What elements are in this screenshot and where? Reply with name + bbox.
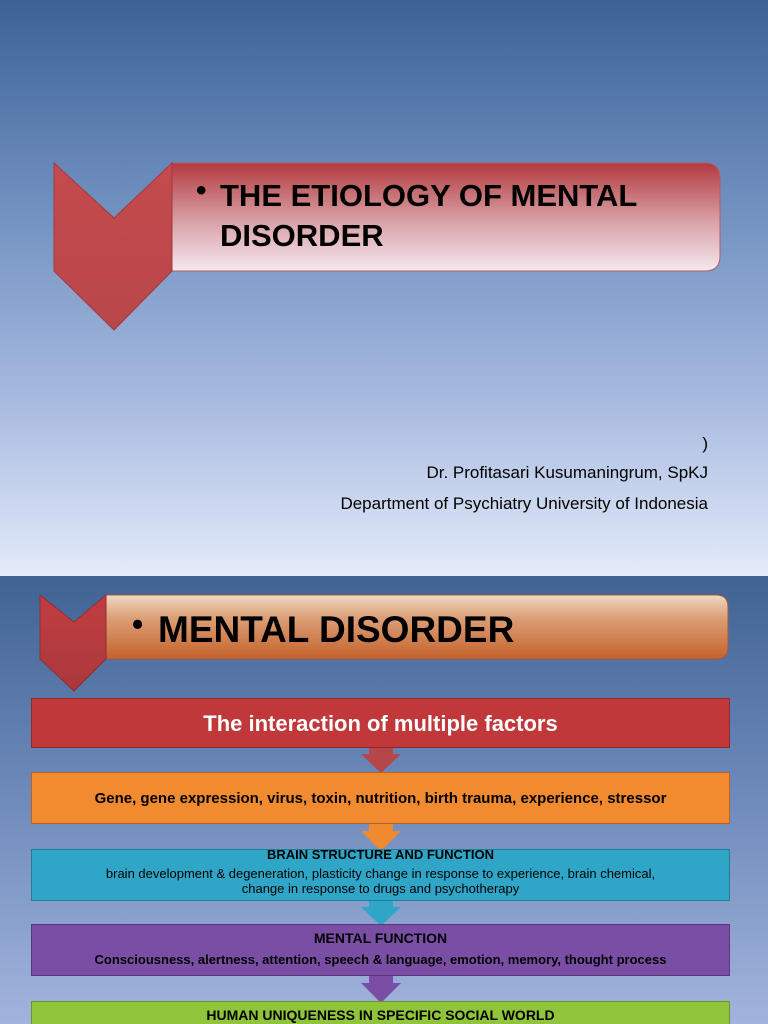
chevron-down-icon [53, 161, 173, 331]
factors-box: Gene, gene expression, virus, toxin, nut… [31, 772, 730, 824]
arrow-down-icon [361, 974, 401, 1003]
brain-structure-heading: BRAIN STRUCTURE AND FUNCTION [266, 847, 494, 862]
slide-number: 1 [714, 544, 720, 555]
title-banner [53, 161, 721, 331]
brain-structure-line-2: change in response to drugs and psychoth… [241, 881, 520, 896]
paren-mark: ) [702, 434, 708, 453]
content-slide: • MENTAL DISORDER The interaction of mul… [0, 576, 768, 1024]
slide-title-2: MENTAL DISORDER [158, 609, 515, 650]
title-bar-shape-2 [105, 594, 729, 660]
arrow-down-icon [361, 746, 401, 773]
author-name: Dr. Profitasari Kusumaningrum, SpKJ [426, 463, 708, 482]
mental-function-line: Consciousness, alertness, attention, spe… [94, 952, 667, 967]
mental-function-box: MENTAL FUNCTION Consciousness, alertness… [31, 924, 730, 976]
slide-title: THE ETIOLOGY OF MENTAL DISORDER [220, 178, 637, 253]
human-uniqueness-box: HUMAN UNIQUENESS IN SPECIFIC SOCIAL WORL… [31, 1001, 730, 1024]
mental-function-heading: MENTAL FUNCTION [313, 930, 448, 946]
title-bullet-2: • [132, 606, 144, 642]
brain-structure-box: BRAIN STRUCTURE AND FUNCTION brain devel… [31, 847, 730, 901]
interaction-box: The interaction of multiple factors [31, 698, 730, 748]
title-bar-shape [171, 162, 721, 272]
chevron-down-icon [39, 593, 107, 692]
title-bullet: • [196, 174, 207, 207]
department-name: Department of Psychiatry University of I… [340, 494, 708, 513]
arrow-down-icon [361, 822, 401, 851]
arrow-down-icon [361, 899, 401, 926]
title-slide: • THE ETIOLOGY OF MENTAL DISORDER ) Dr. … [0, 0, 768, 576]
title-banner-2 [39, 593, 729, 692]
brain-structure-line-1: brain development & degeneration, plasti… [105, 866, 656, 881]
